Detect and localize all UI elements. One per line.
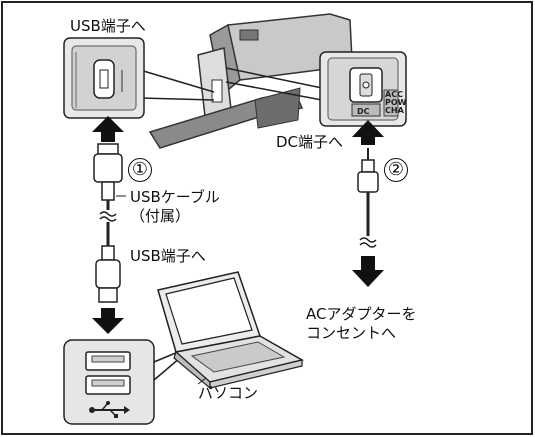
- arrow-icon-usb-down: [92, 308, 124, 334]
- camcorder-illustration: [148, 13, 353, 149]
- usb-cable-label: USBケーブル: [130, 188, 220, 206]
- usb-cable-included-label: （付属）: [130, 207, 191, 225]
- usb-cable: [93, 143, 123, 303]
- arrow-icon-dc-down: [352, 256, 384, 287]
- usb-port-top-label: USB端子へ: [70, 17, 146, 35]
- step-1-badge: ①: [128, 158, 152, 182]
- step-2-badge: ②: [384, 158, 408, 182]
- dc-port-label: DC端子へ: [276, 133, 344, 151]
- laptop-illustration: [157, 271, 305, 390]
- pow-tag: POW: [385, 98, 407, 107]
- cha-tag: CHA: [385, 106, 405, 115]
- usb-icon: [89, 401, 130, 418]
- outlet-label: コンセントへ: [306, 324, 397, 342]
- dc-tag: DC: [357, 107, 370, 116]
- acc-tag: ACC: [385, 90, 403, 99]
- dc-port-callout: [319, 51, 407, 127]
- pc-label: パソコン: [198, 384, 259, 402]
- usb-port-pc-label: USB端子へ: [130, 247, 206, 265]
- arrow-icon-dc-up: [352, 120, 384, 145]
- dc-cable: [357, 148, 379, 248]
- arrow-icon-usb-up: [92, 116, 124, 142]
- ac-adapter-label: ACアダプターを: [306, 305, 417, 323]
- pc-usb-ports-callout: [63, 339, 155, 425]
- usb-port-callout: [63, 37, 145, 119]
